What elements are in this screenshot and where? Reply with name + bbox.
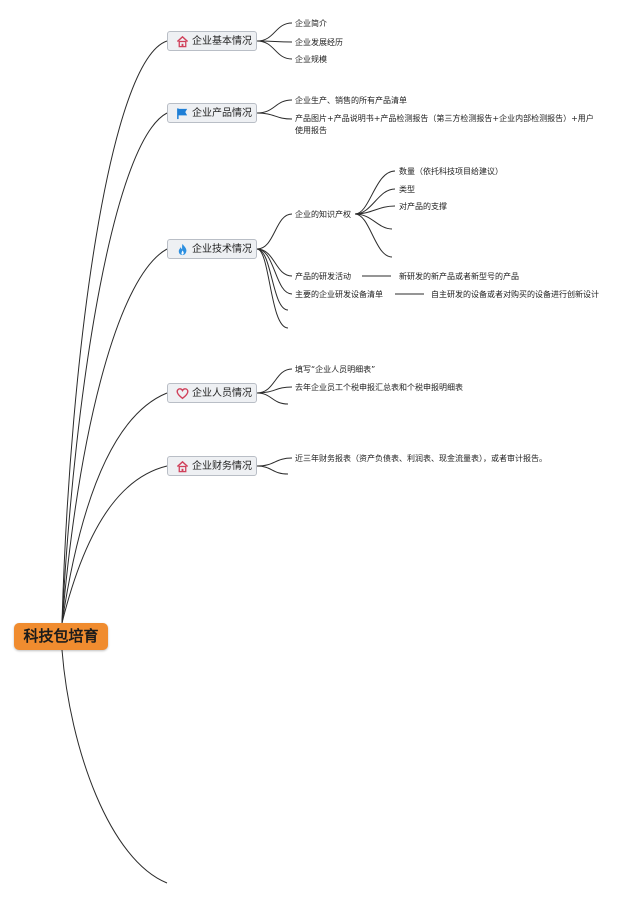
leaf-rd-equipment-detail[interactable]: 自主研发的设备或者对购买的设备进行创新设计 xyxy=(431,290,599,299)
branch-label: 企业人员情况 xyxy=(192,388,252,399)
leaf-ip-quantity[interactable]: 数量（依托科技项目给建议） xyxy=(399,167,503,176)
branch-label: 企业基本情况 xyxy=(192,36,252,47)
home-icon xyxy=(176,460,189,473)
leaf-ip[interactable]: 企业的知识产权 xyxy=(295,210,351,219)
leaf-ip-type[interactable]: 类型 xyxy=(399,185,415,194)
flag-icon xyxy=(177,108,188,120)
branch-label: 企业财务情况 xyxy=(192,461,252,472)
branch-technology[interactable]: 企业技术情况 xyxy=(167,239,257,259)
branch-products[interactable]: 企业产品情况 xyxy=(167,103,257,123)
leaf-product-list[interactable]: 企业生产、销售的所有产品清单 xyxy=(295,96,407,105)
root-node[interactable]: 科技包培育 xyxy=(14,623,108,650)
leaf-rd-equipment[interactable]: 主要的企业研发设备清单 xyxy=(295,290,383,299)
leaf-company-intro[interactable]: 企业简介 xyxy=(295,19,327,28)
branch-basic-info[interactable]: 企业基本情况 xyxy=(167,31,257,51)
leaf-rd-activity[interactable]: 产品的研发活动 xyxy=(295,272,351,281)
branch-finance[interactable]: 企业财务情况 xyxy=(167,456,257,476)
leaf-financial-statements[interactable]: 近三年财务报表（资产负债表、利润表、现金流量表），或者审计报告。 xyxy=(295,454,547,463)
leaf-company-history[interactable]: 企业发展经历 xyxy=(295,38,343,47)
branch-label: 企业技术情况 xyxy=(192,244,252,255)
heart-icon xyxy=(176,388,189,400)
flame-icon xyxy=(178,243,187,256)
branch-personnel[interactable]: 企业人员情况 xyxy=(167,383,257,403)
leaf-personnel-form[interactable]: 填写“企业人员明细表” xyxy=(295,365,376,374)
leaf-product-docs[interactable]: 产品图片+产品说明书+产品检测报告（第三方检测报告+企业内部检测报告）+用户使用… xyxy=(295,114,594,135)
leaf-ip-support[interactable]: 对产品的支撑 xyxy=(399,202,447,211)
branch-label: 企业产品情况 xyxy=(192,108,252,119)
leaf-company-scale[interactable]: 企业规模 xyxy=(295,55,327,64)
leaf-rd-activity-detail[interactable]: 新研发的新产品或者新型号的产品 xyxy=(399,272,519,281)
home-icon xyxy=(176,35,189,48)
leaf-tax-report[interactable]: 去年企业员工个税申报汇总表和个税申报明细表 xyxy=(295,383,463,392)
